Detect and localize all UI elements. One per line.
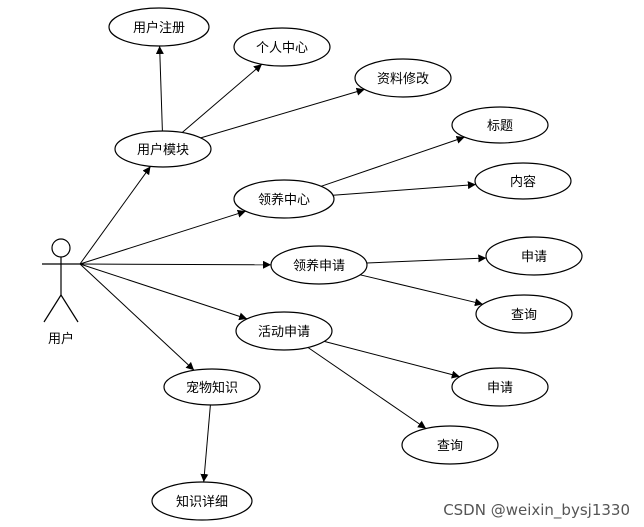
node-layer: 用户注册个人中心资料修改用户模块标题领养中心内容领养申请申请查询活动申请申请查询… [108, 7, 583, 521]
edge-adoptc-to-content [332, 181, 476, 196]
use-case-kdetail: 知识详细 [151, 481, 253, 521]
use-case-ellipse [151, 481, 253, 521]
use-case-ellipse [475, 294, 573, 334]
edge-petk-to-kdetail [200, 404, 211, 483]
edge-adoptc-to-title [320, 135, 465, 187]
use-case-label: 宠物知识 [186, 380, 238, 396]
use-case-label: 标题 [487, 119, 513, 134]
edge-user-to-usermod [79, 166, 151, 265]
use-case-label: 知识详细 [176, 494, 228, 510]
use-case-label: 个人中心 [256, 41, 308, 56]
use-case-adopta: 领养申请 [270, 245, 368, 285]
edge-user-to-activity [79, 263, 248, 321]
edge-user-to-adoptc [79, 209, 246, 265]
use-case-petk: 宠物知识 [163, 368, 261, 406]
use-case-label: 资料修改 [377, 72, 429, 87]
use-case-label: 领养申请 [293, 258, 345, 274]
use-case-apply1: 申请 [485, 236, 583, 276]
use-case-content: 内容 [474, 162, 572, 200]
use-case-ellipse [474, 162, 572, 200]
use-case-reg: 用户注册 [108, 7, 210, 47]
use-case-usermod: 用户模块 [114, 130, 212, 168]
use-case-ellipse [114, 130, 212, 168]
actor-head [51, 238, 71, 258]
use-case-label: 查询 [437, 439, 463, 454]
use-case-adoptc: 领养中心 [233, 179, 335, 219]
use-case-ellipse [401, 425, 499, 465]
use-case-ellipse [451, 106, 549, 144]
use-case-label: 活动申请 [258, 325, 310, 340]
edge-layer [79, 45, 487, 483]
use-case-label: 领养中心 [258, 192, 310, 208]
watermark: CSDN @weixin_bysj1330 [443, 501, 630, 519]
use-case-label: 申请 [521, 250, 547, 265]
actor-left-leg [43, 294, 62, 323]
use-case-ellipse [163, 368, 261, 406]
edge-user-to-adopta [79, 260, 272, 269]
use-case-query2: 查询 [401, 425, 499, 465]
use-case-ellipse [233, 27, 331, 67]
use-case-ellipse [108, 7, 210, 47]
use-case-label: 申请 [487, 381, 513, 396]
edge-user-to-petk [79, 263, 195, 371]
use-case-label: 用户模块 [137, 142, 189, 158]
edge-activity-to-query2 [307, 347, 427, 429]
use-case-ellipse [451, 367, 549, 407]
use-case-ellipse [270, 245, 368, 285]
actor-user: 用户 [42, 238, 80, 347]
edge-usermod-to-edit [200, 87, 365, 139]
use-case-activity: 活动申请 [235, 311, 333, 351]
use-case-center: 个人中心 [233, 27, 331, 67]
use-case-apply2: 申请 [451, 367, 549, 407]
actor-label: 用户 [48, 331, 74, 347]
use-case-query1: 查询 [475, 294, 573, 334]
use-case-ellipse [235, 311, 333, 351]
edge-usermod-to-center [181, 63, 263, 133]
use-case-ellipse [485, 236, 583, 276]
edge-adopta-to-apply1 [366, 254, 487, 264]
use-case-label: 用户注册 [133, 20, 185, 36]
use-case-ellipse [354, 58, 452, 98]
use-case-label: 查询 [511, 308, 537, 323]
use-case-title: 标题 [451, 106, 549, 144]
use-case-edit: 资料修改 [354, 58, 452, 98]
edge-adopta-to-query1 [359, 274, 484, 307]
edge-usermod-to-reg [155, 45, 164, 132]
use-case-ellipse [233, 179, 335, 219]
actor-right-leg [60, 294, 79, 323]
edge-activity-to-apply2 [324, 340, 460, 379]
use-case-label: 内容 [510, 174, 536, 190]
